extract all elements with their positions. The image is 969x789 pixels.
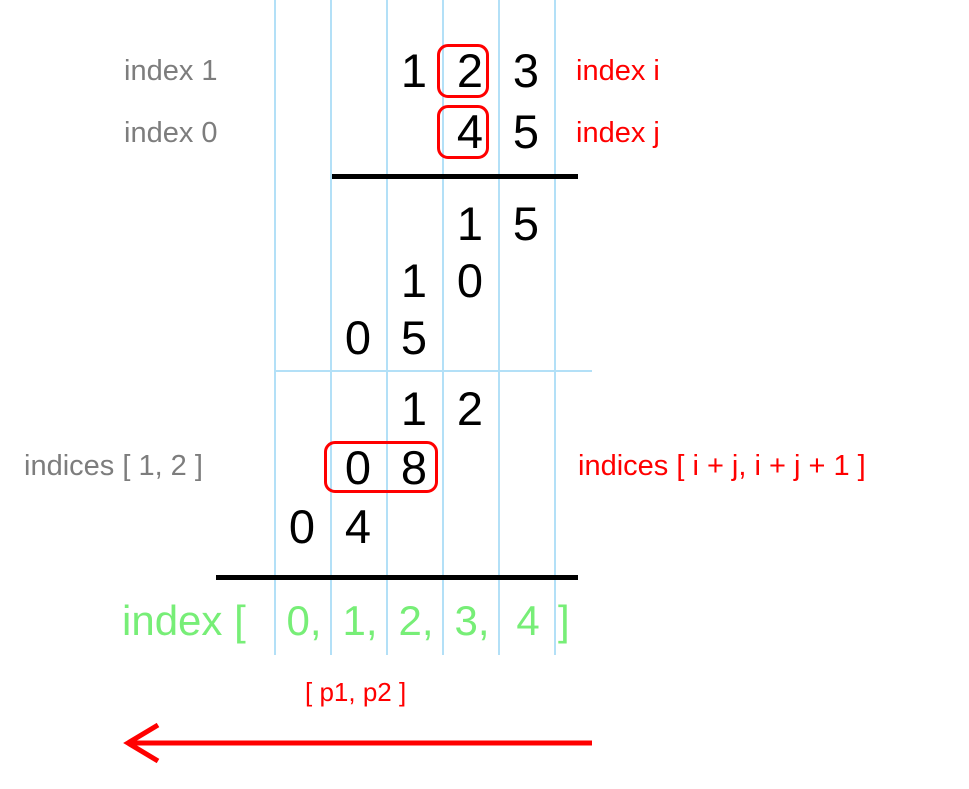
result-index-label: index [ bbox=[122, 597, 246, 644]
partial-upper-0-digit-0: 1 bbox=[456, 197, 484, 250]
result-index-3: 3, bbox=[454, 597, 490, 644]
grid-vline-4 bbox=[498, 0, 500, 655]
multiplication-rule-bottom bbox=[216, 575, 578, 580]
grid-vline-5 bbox=[554, 0, 556, 655]
label-index-i: index i bbox=[576, 55, 660, 87]
partial-upper-2-digit-1: 5 bbox=[400, 311, 428, 364]
highlight-box-digit-j bbox=[437, 105, 489, 159]
label-indices-left: indices [ 1, 2 ] bbox=[24, 450, 203, 482]
grid-hline-separator bbox=[274, 370, 592, 372]
grid-vline-0 bbox=[274, 0, 276, 655]
multiplication-rule-top bbox=[332, 174, 578, 179]
result-index-close-bracket: ] bbox=[558, 597, 570, 644]
partial-lower-0-digit-1: 2 bbox=[456, 382, 484, 435]
operand-top-digit-2: 3 bbox=[512, 44, 540, 97]
operand-bottom-digit-1: 5 bbox=[512, 105, 540, 158]
partial-lower-1-digit-0: 0 bbox=[344, 441, 372, 494]
partial-lower-0-digit-0: 1 bbox=[400, 382, 428, 435]
partial-lower-2-digit-1: 4 bbox=[344, 500, 372, 553]
grid-vline-3 bbox=[442, 0, 444, 655]
partial-upper-1-digit-1: 0 bbox=[456, 254, 484, 307]
label-indices-right: indices [ i + j, i + j + 1 ] bbox=[578, 450, 866, 482]
result-index-1: 1, bbox=[342, 597, 378, 644]
operand-top-digit-0: 1 bbox=[400, 44, 428, 97]
partial-upper-1-digit-0: 1 bbox=[400, 254, 428, 307]
grid-vline-1 bbox=[330, 0, 332, 655]
partial-lower-1-digit-1: 8 bbox=[400, 441, 428, 494]
highlight-box-result-pair bbox=[324, 441, 438, 493]
label-pointers: [ p1, p2 ] bbox=[305, 677, 407, 707]
partial-upper-0-digit-1: 5 bbox=[512, 197, 540, 250]
result-index-0: 0, bbox=[286, 597, 322, 644]
highlight-box-digit-i bbox=[437, 44, 489, 98]
label-index-0: index 0 bbox=[124, 117, 218, 149]
partial-upper-2-digit-0: 0 bbox=[344, 311, 372, 364]
grid-vline-2 bbox=[386, 0, 388, 655]
result-index-2: 2, bbox=[398, 597, 434, 644]
label-index-1: index 1 bbox=[124, 55, 218, 87]
result-index-4: 4 bbox=[516, 597, 540, 644]
label-index-j: index j bbox=[576, 117, 660, 149]
direction-arrow-icon bbox=[123, 722, 592, 764]
partial-lower-2-digit-0: 0 bbox=[288, 500, 316, 553]
